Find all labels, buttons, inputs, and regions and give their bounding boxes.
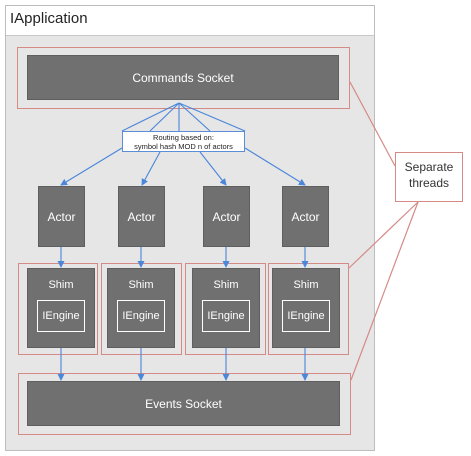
actor-4: Actor xyxy=(282,186,329,247)
separate-threads-line-2: threads xyxy=(408,176,450,190)
iengine-3: IEngine xyxy=(202,300,250,332)
iengine-4: IEngine xyxy=(282,300,330,332)
separate-threads-line-1: Separate xyxy=(404,160,454,174)
callout-line-events xyxy=(350,201,419,381)
commands-socket-thread-outline xyxy=(17,47,350,109)
arrow-to-actor-1 xyxy=(60,147,123,186)
actor-3: Actor xyxy=(203,186,250,247)
callout-line-commands xyxy=(349,81,396,167)
application-title: IApplication xyxy=(10,10,88,27)
separate-threads-callout: Separate threads xyxy=(395,152,463,202)
shim-4-label: Shim xyxy=(293,279,319,291)
shim-4-thread-outline xyxy=(268,263,349,355)
callout-line-shims xyxy=(348,201,419,269)
application-title-bar: IApplication xyxy=(6,6,374,36)
shim-2-label: Shim xyxy=(128,279,154,291)
events-socket: Events Socket xyxy=(27,381,340,426)
events-socket-thread-outline xyxy=(18,373,351,435)
shim-1-label: Shim xyxy=(48,279,74,291)
iengine-2: IEngine xyxy=(117,300,165,332)
shim-1: Shim IEngine xyxy=(27,268,95,348)
actor-2: Actor xyxy=(118,186,165,247)
shim-3-label: Shim xyxy=(213,279,239,291)
routing-line-5 xyxy=(178,102,246,132)
arrow-to-actor-3 xyxy=(199,151,227,186)
iengine-1: IEngine xyxy=(37,300,85,332)
routing-note-line-2: symbol hash MOD n of actors xyxy=(134,142,233,151)
shim-3: Shim IEngine xyxy=(192,268,260,348)
commands-socket: Commands Socket xyxy=(27,55,339,100)
shim-2: Shim IEngine xyxy=(107,268,175,348)
routing-note: Routing based on: symbol hash MOD n of a… xyxy=(122,131,245,152)
routing-line-2 xyxy=(149,102,180,132)
shim-4: Shim IEngine xyxy=(272,268,340,348)
arrow-to-actor-2 xyxy=(141,151,161,186)
actor-1: Actor xyxy=(38,186,85,247)
routing-line-4 xyxy=(178,102,211,132)
routing-note-line-1: Routing based on: xyxy=(153,133,214,142)
arrow-to-actor-4 xyxy=(244,147,306,186)
routing-line-1 xyxy=(121,102,180,132)
